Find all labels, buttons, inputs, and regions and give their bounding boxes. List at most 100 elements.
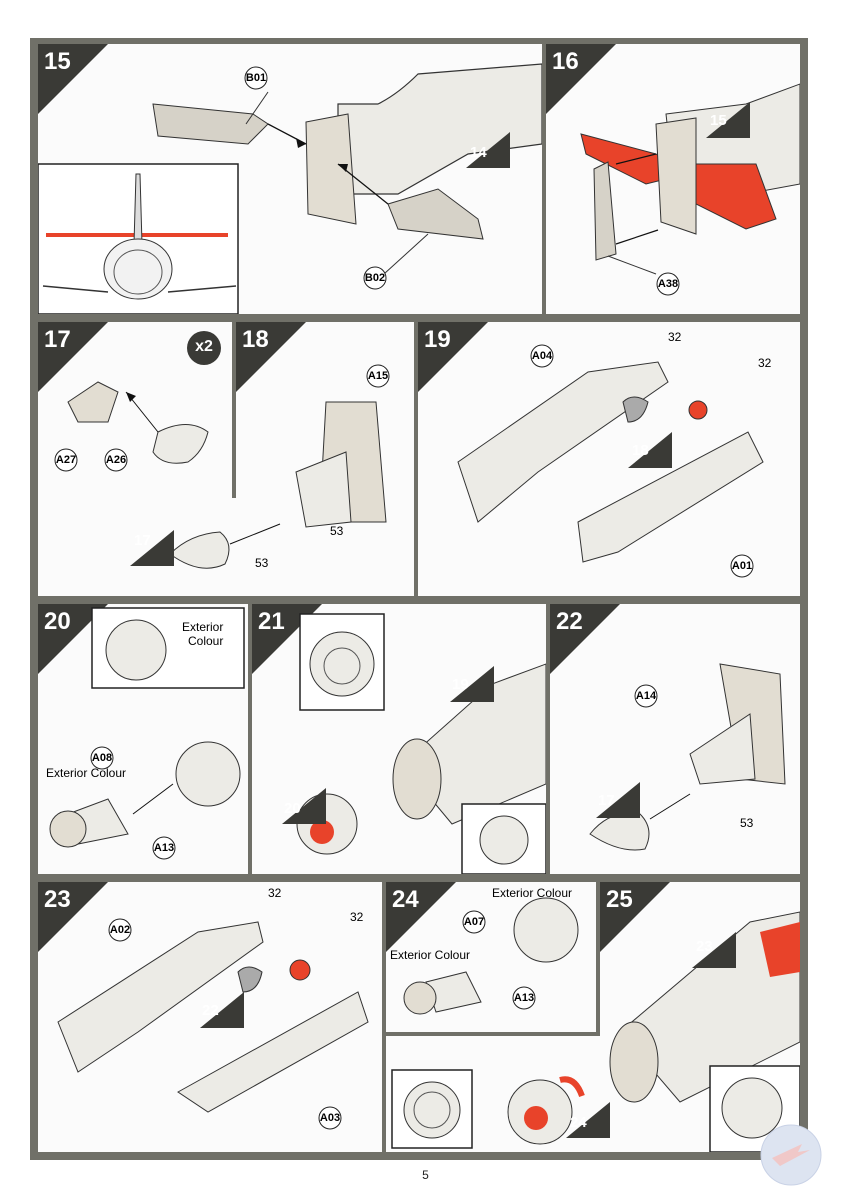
callout-circle-a26 (104, 448, 128, 472)
ref-badge-24 (566, 1102, 610, 1138)
part-label-a13-a: A13 (153, 842, 175, 854)
callout-53-a: 53 (330, 524, 344, 538)
part-label-a07: A07 (463, 916, 485, 928)
step-19-badge: 19 (418, 322, 488, 392)
ref-badge-23 (692, 932, 736, 968)
part-label-a27: A27 (55, 454, 77, 466)
callout-circle-a04 (530, 344, 554, 368)
step-21-number: 21 (258, 608, 285, 635)
step-24-badge: 24 (386, 882, 456, 952)
colour-note-exterior-line1: Exterior (182, 620, 224, 634)
step-16-drawing (580, 83, 800, 275)
step-21-drawing (296, 613, 546, 874)
ref-badge-20 (282, 788, 326, 824)
step-18-panel-upper: 18 A15 53 (236, 322, 414, 596)
callout-53-b: 53 (255, 556, 269, 570)
multiplier-label: x2 (195, 338, 213, 355)
step-19-drawing (457, 361, 764, 563)
step-15-number: 15 (44, 48, 71, 75)
multiplier-badge (187, 331, 221, 365)
callout-circle-a14 (634, 684, 658, 708)
callout-circle-a15 (366, 364, 390, 388)
callout-circle-a07 (462, 910, 486, 934)
callout-circle-a13-b (512, 986, 536, 1010)
ref-number-20: 20 (284, 800, 301, 817)
step-20-drawing (49, 607, 245, 848)
colour-note-exterior-colour: Exterior Colour (46, 766, 127, 780)
step-18-number: 18 (242, 326, 269, 353)
ref-number-19: 19 (452, 676, 469, 693)
ref-badge-15 (706, 102, 750, 138)
step-25-nacelle-drawing (391, 1069, 585, 1149)
callout-circle-b01 (244, 66, 268, 90)
step-23-number: 23 (44, 886, 71, 913)
step-17-number: 17 (44, 326, 71, 353)
step-21-panel: 21 19 20 (252, 604, 546, 874)
step-19-panel: 19 A04 A01 32 32 18 (418, 322, 800, 596)
colour-note-exterior-a: Exterior Colour (492, 886, 573, 900)
step-20-panel: 20 Exterior Colour Exterior Colour A08 A… (38, 604, 248, 874)
callout-circle-a01 (730, 554, 754, 578)
part-label-a03: A03 (319, 1112, 341, 1124)
part-label-a14: A14 (635, 690, 657, 702)
callout-circle-a13-a (152, 836, 176, 860)
step-17-drawing (67, 381, 209, 464)
step-15-panel: 15 B01 B02 14 (38, 44, 542, 314)
callout-circle-a27 (54, 448, 78, 472)
ref-badge-17-b (596, 782, 640, 818)
callout-circle-a08 (90, 746, 114, 770)
ref-number-22: 22 (202, 1002, 219, 1019)
colour-note-exterior-b: Exterior Colour (390, 948, 471, 962)
callout-53-c: 53 (740, 816, 754, 830)
step-20-badge: 20 (38, 604, 108, 674)
step-22-badge: 22 (550, 604, 620, 674)
callout-circle-a03 (318, 1106, 342, 1130)
step-25-badge: 25 (600, 882, 670, 952)
step-18-badge: 18 (236, 322, 306, 392)
step-24-drawing (403, 897, 579, 1015)
step-15-drawing (38, 63, 542, 314)
ref-badge-19 (450, 666, 494, 702)
part-label-a02: A02 (109, 924, 131, 936)
ref-number-17-b: 17 (598, 792, 615, 809)
step-23-panel: 23 A02 A03 32 32 22 (38, 882, 382, 1152)
step-24-panel: 24 Exterior Colour Exterior Colour A07 A… (386, 882, 596, 1032)
part-label-a26: A26 (105, 454, 127, 466)
page-number: 5 (422, 1168, 429, 1182)
step-22-panel: 22 A14 17 53 53 (550, 604, 800, 874)
watermark-logo (760, 1124, 822, 1186)
callout-32-b: 32 (758, 356, 772, 370)
callout-circle-a38 (656, 272, 680, 296)
callout-circle-a02 (108, 918, 132, 942)
step-23-drawing (57, 921, 369, 1113)
part-label-b01: B01 (245, 72, 267, 84)
instruction-sheet: 15 B01 B02 14 (30, 38, 808, 1160)
step-19-number: 19 (424, 326, 451, 353)
step-17-panel: 17 x2 A27 A26 (38, 322, 232, 498)
callout-32-c: 32 (268, 886, 282, 900)
ref-number-17-a: 17 (134, 532, 151, 549)
ref-badge-17-a (130, 530, 174, 566)
step-20-number: 20 (44, 608, 71, 635)
step-16-panel: 16 A38 15 (546, 44, 800, 314)
part-label-a13-b: A13 (513, 992, 535, 1004)
ref-badge-18 (628, 432, 672, 468)
step-17-badge: 17 (38, 322, 108, 392)
part-label-a01: A01 (731, 560, 753, 572)
step-16-number: 16 (552, 48, 579, 75)
part-label-b02: B02 (364, 272, 386, 284)
step-25-number: 25 (606, 886, 633, 913)
callout-32-d: 32 (350, 910, 364, 924)
step-22-drawing (589, 663, 786, 851)
ref-badge-14 (466, 132, 510, 168)
step-23-badge: 23 (38, 882, 108, 952)
step-18-drawing (295, 401, 387, 528)
ref-number-23: 23 (696, 938, 713, 955)
colour-note-exterior-line2: Colour (188, 634, 224, 648)
part-label-a04: A04 (531, 350, 553, 362)
step-16-badge: 16 (546, 44, 616, 114)
step-22-number: 22 (556, 608, 583, 635)
step-15-badge: 15 (38, 44, 108, 114)
part-label-a08: A08 (91, 752, 113, 764)
part-label-a38: A38 (657, 278, 679, 290)
